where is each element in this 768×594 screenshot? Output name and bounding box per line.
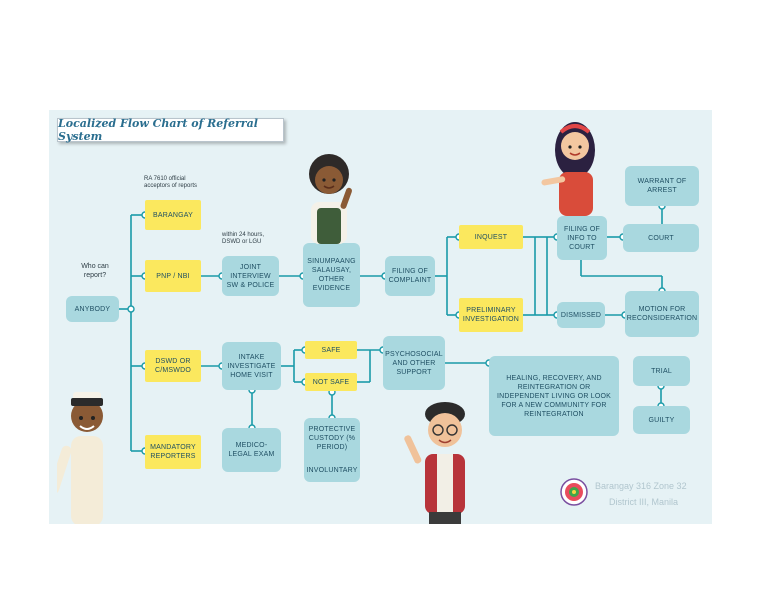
preliminary-investigation-box: PRELIMINARY INVESTIGATION (459, 298, 523, 332)
footer-barangay: Barangay 316 Zone 32 (595, 481, 687, 491)
flowchart-canvas: Localized Flow Chart of Referral System … (49, 110, 712, 524)
who-can-report-note: Who can report? (81, 263, 109, 279)
motion-reconsideration-box: MOTION FOR RECONSIDERATION (625, 291, 699, 337)
boy-with-cap-illustration (57, 392, 103, 524)
protective-custody-label: PROTECTIVE CUSTODY (% PERIOD) (308, 426, 356, 451)
acceptors-note: RA 7610 official acceptors of reports (144, 176, 198, 189)
chart-title: Localized Flow Chart of Referral System (57, 117, 284, 143)
boy-with-glasses-illustration (404, 402, 465, 524)
inquest-box: INQUEST (459, 225, 523, 249)
barangay-seal-logo (560, 478, 588, 506)
footer-district: District III, Manila (609, 497, 679, 507)
dismissed-box: DISMISSED (557, 302, 605, 328)
intake-box: INTAKE INVESTIGATE HOME VISIT (222, 342, 281, 390)
healing-box: HEALING, RECOVERY, AND REINTEGRATION OR … (489, 356, 619, 436)
filing-complaint-box: FILING OF COMPLAINT (385, 256, 435, 296)
filing-info-court-box: FILING OF INFO TO COURT (557, 216, 607, 260)
trial-box: TRIAL (633, 356, 690, 386)
not-safe-box: NOT SAFE (305, 373, 357, 391)
anybody-box: ANYBODY (66, 296, 119, 322)
warrant-of-arrest-box: WARRANT OF ARREST (625, 166, 699, 206)
within-24-hours-note: within 24 hours, DSWD or LGU (222, 232, 265, 245)
medico-legal-box: MEDICO-LEGAL EXAM (222, 428, 281, 472)
sinumpaang-box: SINUMPAANG SALAUSAY, OTHER EVIDENCE (303, 243, 360, 307)
involuntary-label: INVOLUNTARY (306, 467, 358, 474)
woman-pointing-illustration (309, 154, 352, 244)
girl-waving-illustration (541, 122, 595, 216)
joint-interview-box: JOINT INTERVIEW SW & POLICE (222, 256, 279, 296)
psychosocial-box: PSYCHOSOCIAL AND OTHER SUPPORT (383, 336, 445, 390)
guilty-box: GUILTY (633, 406, 690, 434)
barangay-box: BARANGAY (145, 200, 201, 230)
dswd-box: DSWD or C/MSWDO (145, 350, 201, 382)
pnp-nbi-box: PNP / NBI (145, 260, 201, 292)
court-box: COURT (623, 224, 699, 252)
protective-custody-box: PROTECTIVE CUSTODY (% PERIOD) INVOLUNTAR… (304, 418, 360, 482)
safe-box: SAFE (305, 341, 357, 359)
mandatory-reporters-box: MANDATORY REPORTERS (145, 435, 201, 469)
